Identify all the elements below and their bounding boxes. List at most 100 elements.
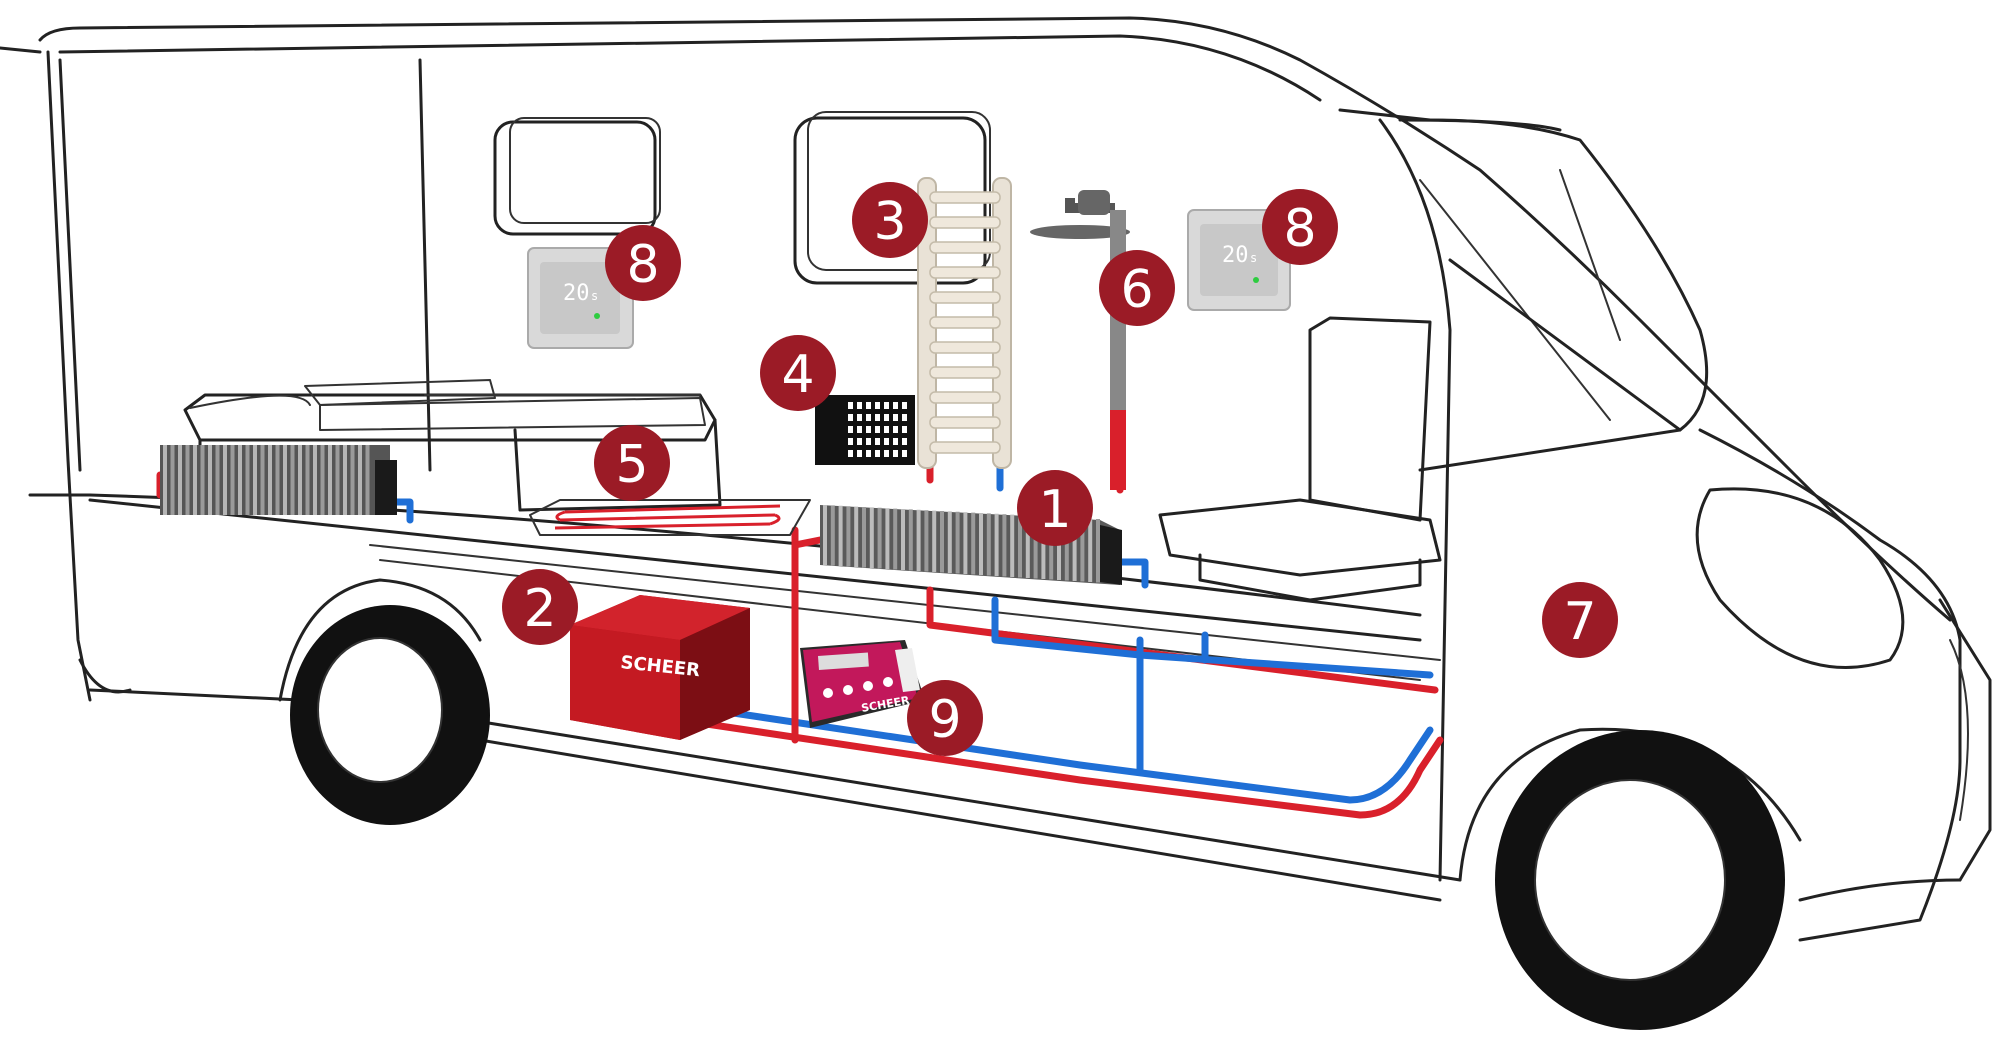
grille-hole (857, 402, 862, 409)
convector-fin (230, 445, 235, 515)
grille-hole (866, 450, 871, 457)
rear-wheel (278, 578, 490, 825)
grille-hole (893, 414, 898, 421)
towel-rail-bar (929, 316, 1001, 329)
convector-fin (916, 509, 921, 571)
boiler-unit: SCHEER (570, 595, 750, 740)
svg-text:8: 8 (626, 235, 659, 295)
svg-text:5: 5 (615, 435, 648, 495)
convector-fin (838, 505, 843, 566)
marker-1: 1 (1017, 470, 1093, 546)
convector-fin (193, 445, 197, 515)
grille-hole (902, 438, 907, 445)
towel-rail-bar (929, 291, 1001, 304)
svg-text:2: 2 (523, 579, 556, 639)
front-wheel (1458, 727, 1802, 1030)
towel-rail-bar (929, 416, 1001, 429)
convector-fin (253, 445, 257, 515)
grille-hole (857, 450, 862, 457)
svg-text:7: 7 (1563, 592, 1596, 652)
grille-hole (875, 438, 880, 445)
convector-fin (854, 506, 859, 567)
convector-fin (971, 512, 976, 575)
grille-hole (902, 414, 907, 421)
towel-rail-bar (929, 341, 1001, 354)
convector-fin (823, 505, 827, 565)
grille-hole (884, 438, 889, 445)
marker-2: 2 (502, 569, 578, 645)
window-left (493, 117, 661, 236)
grille-hole (893, 450, 898, 457)
grille-hole (857, 414, 862, 421)
convector-fin (268, 445, 272, 515)
convector-fin (260, 445, 265, 515)
grille-hole (884, 450, 889, 457)
convector-fin (163, 445, 167, 515)
convector-fin (238, 445, 242, 515)
convector-fin (979, 513, 983, 575)
towel-rail-radiator (917, 177, 1012, 469)
convector-fin (200, 445, 205, 515)
grille-hole (848, 426, 853, 433)
grille-hole (884, 426, 889, 433)
convector-fin (328, 445, 332, 515)
convector-fin (343, 445, 347, 515)
convector-fin (1096, 519, 1100, 583)
convector-fin (940, 511, 944, 573)
cab-seat (1158, 316, 1442, 602)
grille-hole (866, 438, 871, 445)
convector-fin (290, 445, 295, 515)
convector-fin (1002, 514, 1007, 577)
convector-fin (178, 445, 182, 515)
convector-fin (893, 508, 898, 570)
convector-fin (275, 445, 280, 515)
grille-hole (866, 414, 871, 421)
towel-rail-bar (929, 241, 1001, 254)
towel-rail-bar (929, 191, 1001, 204)
convector-fin (283, 445, 287, 515)
convector-fin (245, 445, 250, 515)
convector-fin (320, 445, 325, 515)
convector-fin (358, 445, 362, 515)
convector-fin (955, 511, 960, 574)
towel-rail-bar (929, 366, 1001, 379)
convector-fin (223, 445, 227, 515)
rear-convector (160, 445, 397, 515)
thermostat-left-unit: s (591, 289, 598, 303)
svg-text:1: 1 (1038, 480, 1071, 540)
convector-fin (869, 507, 874, 568)
control-unit: SCHEER (800, 640, 925, 728)
convector-fin (924, 510, 929, 572)
grille-hole (866, 402, 871, 409)
grille-hole (875, 426, 880, 433)
convector-fin (335, 445, 340, 515)
grille-hole (893, 426, 898, 433)
convector-fin (830, 505, 835, 566)
towel-rail-bar (929, 441, 1001, 454)
convector-fin (963, 512, 968, 574)
convector-fin (1088, 518, 1093, 582)
towel-rail-bar (929, 266, 1001, 279)
svg-text:3: 3 (873, 192, 906, 252)
floor-heating-mat (529, 499, 811, 536)
convector-fin (365, 445, 370, 515)
grille-hole (893, 438, 898, 445)
grille-hole (884, 414, 889, 421)
marker-8a: 8 (605, 225, 681, 301)
marker-9: 9 (907, 680, 983, 756)
grille-hole (875, 450, 880, 457)
convector-fin (877, 507, 882, 569)
convector-fin (932, 510, 937, 572)
thermostat-right-unit: s (1250, 251, 1257, 265)
grille-hole (857, 438, 862, 445)
convector-fin (313, 445, 317, 515)
svg-text:9: 9 (928, 690, 961, 750)
svg-text:6: 6 (1120, 260, 1153, 320)
towel-rail-bar (929, 391, 1001, 404)
grille-hole (866, 426, 871, 433)
shower-column (1030, 190, 1130, 490)
thermostat-right-temp: 20 (1222, 243, 1249, 268)
grille-hole (848, 438, 853, 445)
marker-3: 3 (852, 182, 928, 258)
